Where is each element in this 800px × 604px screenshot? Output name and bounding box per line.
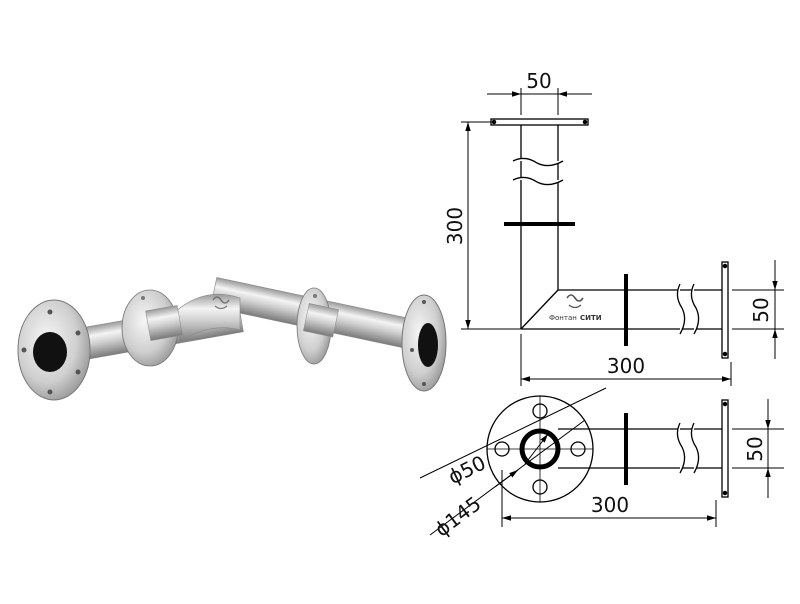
product-render [17, 277, 447, 401]
bore-leader [419, 387, 607, 479]
right-end-flange [401, 294, 447, 392]
logo-text-bold: СИТИ [580, 314, 602, 322]
plan-drawing [419, 387, 784, 536]
pipe-elbow [174, 293, 241, 343]
right-bore [418, 323, 438, 367]
dim-bore-diameter: ϕ50 [444, 450, 489, 489]
right-middle-flange [296, 287, 339, 365]
elevation-drawing [461, 88, 784, 386]
dim-vertical-length: 300 [443, 207, 467, 245]
logo-text-regular: Фонтан [549, 314, 577, 322]
dim-horizontal-length: 300 [607, 354, 645, 378]
left-bore [33, 332, 67, 372]
brand-logo: Фонтан СИТИ [549, 294, 602, 322]
dim-top-width: 50 [526, 69, 551, 93]
dim-flange-diameter: ϕ145 [430, 491, 485, 541]
engraved-logo [212, 296, 230, 310]
left-middle-flange [121, 289, 183, 367]
dim-plan-pipe-height: 50 [743, 436, 767, 461]
dim-pipe-height: 50 [749, 297, 773, 322]
left-end-flange [17, 299, 91, 401]
dim-plan-length: 300 [591, 493, 629, 517]
